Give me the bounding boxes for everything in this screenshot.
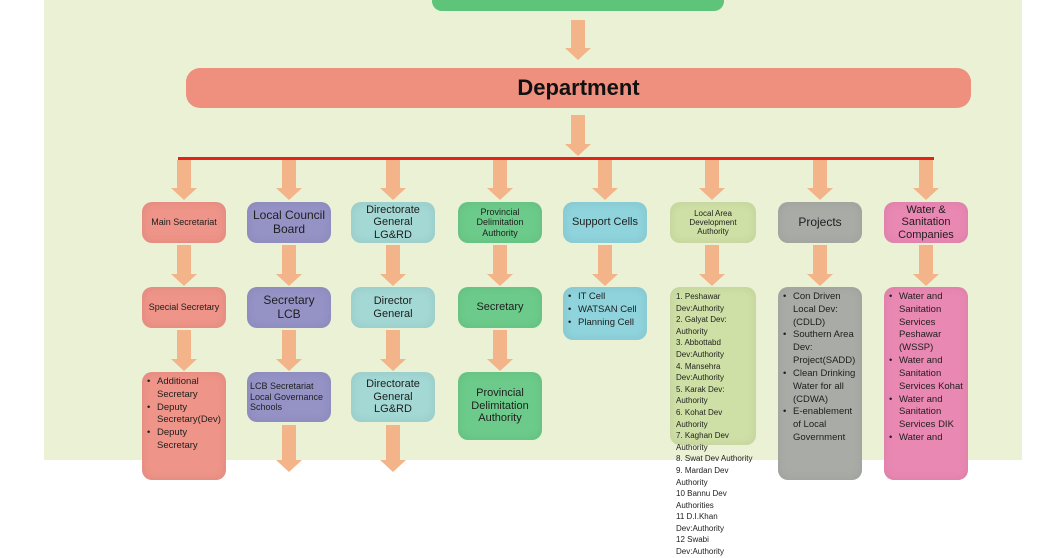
- org-node: Provincial Delimitation Authority: [458, 202, 542, 243]
- org-node: IT CellWATSAN CellPlanning Cell: [563, 287, 647, 340]
- list-item: Deputy Secretary(Dev): [145, 402, 223, 428]
- node-label: Projects: [798, 214, 842, 229]
- org-node: Secretary LCB: [247, 287, 331, 328]
- org-node: Additional SecretaryDeputy Secretary(Dev…: [142, 372, 226, 480]
- list-item: Water and Sanitation Services Peshawar (…: [887, 291, 965, 355]
- list-item: IT Cell: [566, 291, 644, 304]
- org-node: Con Driven Local Dev: (CDLD)Southern Are…: [778, 287, 862, 480]
- node-label: Water & Sanitation Companies: [898, 203, 954, 241]
- list-item: E-enablement of Local Government: [781, 406, 859, 444]
- node-label: Secretary LCB: [263, 292, 315, 321]
- node-label: Director General: [373, 294, 413, 320]
- org-node: Provincial Delimitation Authority: [458, 372, 542, 440]
- org-node: Main Secretariat: [142, 202, 226, 243]
- list-item: 4. Mansehra Dev:Authority: [676, 361, 725, 383]
- list-item: 9. Mardan Dev Authority: [676, 465, 729, 487]
- top-node: [432, 0, 724, 11]
- list-item: 6. Kohat Dev Authority: [676, 407, 723, 429]
- list-item: 7. Kaghan Dev Authority: [676, 431, 729, 452]
- node-label: Secretary: [476, 301, 524, 314]
- org-node: Local Council Board: [247, 202, 331, 243]
- list-item: 10 Bannu Dev Authorities: [676, 489, 727, 510]
- org-node: Director General: [351, 287, 435, 328]
- node-label: Support Cells: [571, 216, 639, 229]
- list-item: Con Driven Local Dev: (CDLD): [781, 291, 859, 329]
- connector-line: [178, 157, 934, 160]
- node-list: Additional SecretaryDeputy Secretary(Dev…: [145, 376, 223, 453]
- node-label: Provincial Delimitation Authority: [471, 387, 529, 425]
- department-node: Department: [186, 68, 971, 108]
- node-list: Water and Sanitation Services Peshawar (…: [887, 291, 965, 445]
- list-item: Water and Sanitation Services DIK: [887, 394, 965, 432]
- node-label: LCB Secretariat Local Governance Schools: [250, 381, 324, 413]
- org-node: Special Secretary: [142, 287, 226, 328]
- list-item: 12 Swabi Dev:Authority: [676, 535, 725, 557]
- department-title: Department: [517, 75, 640, 100]
- list-item: 1. Peshawar Dev:Authority: [676, 292, 725, 313]
- node-label: Directorate General LG&RD: [366, 203, 420, 241]
- org-node: Directorate General LG&RD: [351, 372, 435, 422]
- list-item: WATSAN Cell: [566, 304, 644, 317]
- org-node: Support Cells: [563, 202, 647, 243]
- list-item: Water and Sanitation Services Kohat: [887, 355, 965, 393]
- org-node: Directorate General LG&RD: [351, 202, 435, 243]
- list-item: Additional Secretary: [145, 376, 223, 402]
- node-label: Local Area Development Authority: [689, 208, 737, 237]
- list-item: 3. Abbottabd Dev:Authority: [676, 338, 725, 359]
- org-node: Local Area Development Authority: [670, 202, 756, 243]
- node-list: IT CellWATSAN CellPlanning Cell: [566, 291, 644, 329]
- list-item: Clean Drinking Water for all (CDWA): [781, 368, 859, 406]
- list-item: Southern Area Dev: Project(SADD): [781, 329, 859, 367]
- node-list: Con Driven Local Dev: (CDLD)Southern Are…: [781, 291, 859, 445]
- node-label: Main Secretariat: [151, 217, 217, 228]
- org-node: Secretary: [458, 287, 542, 328]
- org-node: Water & Sanitation Companies: [884, 202, 968, 243]
- org-node: Water and Sanitation Services Peshawar (…: [884, 287, 968, 480]
- list-item: 5. Karak Dev: Authority: [676, 384, 725, 406]
- org-node: Projects: [778, 202, 862, 243]
- list-item: Deputy Secretary: [145, 427, 223, 453]
- node-label: Provincial Delimitation Authority: [476, 206, 524, 238]
- list-item: 2. Galyat Dev: Authority: [676, 315, 727, 336]
- org-node: LCB Secretariat Local Governance Schools: [247, 372, 331, 422]
- list-item: Water and: [887, 432, 965, 445]
- node-label: Directorate General LG&RD: [366, 378, 420, 416]
- list-item: 8. Swat Dev Authority: [676, 454, 753, 464]
- list-item: 11 D.I.Khan Dev:Authority: [676, 512, 725, 533]
- node-label: Special Secretary: [148, 302, 220, 313]
- list-item: Planning Cell: [566, 317, 644, 330]
- node-label: Local Council Board: [252, 207, 326, 236]
